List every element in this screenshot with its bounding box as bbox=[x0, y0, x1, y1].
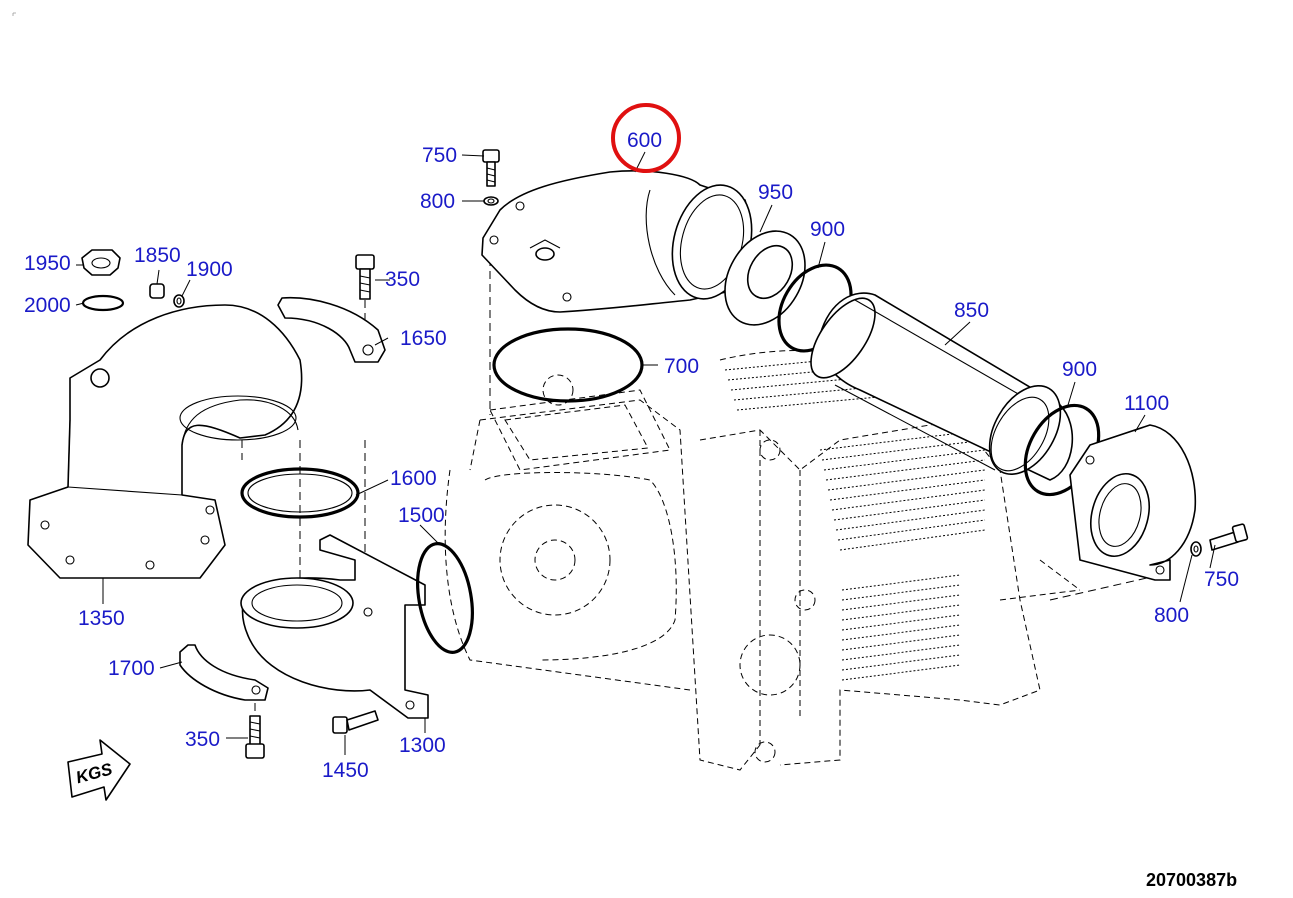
part-800-washer-right[interactable] bbox=[1190, 541, 1202, 557]
callout-600[interactable]: 600 bbox=[627, 129, 662, 152]
part-1100-outlet-flange[interactable] bbox=[1069, 424, 1197, 581]
part-1900-ring-small[interactable] bbox=[173, 294, 185, 308]
callout-950[interactable]: 950 bbox=[758, 181, 793, 204]
engine-block-outline bbox=[444, 350, 1081, 771]
callout-2000[interactable]: 2000 bbox=[24, 294, 71, 317]
callout-1850[interactable]: 1850 bbox=[134, 244, 181, 267]
callout-1500[interactable]: 1500 bbox=[398, 504, 445, 527]
callout-1450[interactable]: 1450 bbox=[322, 759, 369, 782]
part-700-large-o-ring[interactable] bbox=[492, 327, 644, 403]
callout-900-lower[interactable]: 900 bbox=[1062, 358, 1097, 381]
part-2000-sealing-ring[interactable] bbox=[81, 294, 125, 312]
leader-lines bbox=[75, 151, 1216, 755]
kgs-direction-arrow: KGS bbox=[67, 739, 131, 801]
part-850-connecting-pipe[interactable] bbox=[799, 288, 1075, 487]
part-350-bolt-lower[interactable] bbox=[245, 715, 265, 759]
callout-850[interactable]: 850 bbox=[954, 299, 989, 322]
part-600-elbow-housing[interactable] bbox=[481, 170, 764, 313]
part-800-washer-top[interactable] bbox=[483, 196, 499, 206]
callout-900-upper[interactable]: 900 bbox=[810, 218, 845, 241]
part-750-bolt-top[interactable] bbox=[482, 149, 500, 187]
highlight-circle-600 bbox=[611, 103, 681, 173]
part-1850-plug-small[interactable] bbox=[149, 283, 165, 299]
callout-1600[interactable]: 1600 bbox=[390, 467, 437, 490]
callout-350-upper[interactable]: 350 bbox=[385, 268, 420, 291]
corner-crop-mark bbox=[12, 12, 16, 16]
callout-700[interactable]: 700 bbox=[664, 355, 699, 378]
part-1650-clamp-upper[interactable] bbox=[277, 296, 386, 363]
callout-350-lower[interactable]: 350 bbox=[185, 728, 220, 751]
callout-750-top[interactable]: 750 bbox=[422, 144, 457, 167]
callout-800-right[interactable]: 800 bbox=[1154, 604, 1189, 627]
callout-800-top[interactable]: 800 bbox=[420, 190, 455, 213]
part-1600-o-ring[interactable] bbox=[240, 467, 360, 519]
callout-1100[interactable]: 1100 bbox=[1124, 392, 1169, 415]
part-1350-inlet-housing[interactable] bbox=[27, 304, 303, 579]
part-1450-bolt[interactable] bbox=[332, 710, 379, 734]
callout-1350[interactable]: 1350 bbox=[78, 607, 125, 630]
part-1700-clamp-lower[interactable] bbox=[179, 644, 269, 701]
part-950-flange-gasket[interactable] bbox=[709, 217, 821, 340]
callout-1950[interactable]: 1950 bbox=[24, 252, 71, 275]
callout-1300[interactable]: 1300 bbox=[399, 734, 446, 757]
callout-1900[interactable]: 1900 bbox=[186, 258, 233, 281]
part-350-bolt-upper[interactable] bbox=[355, 254, 375, 300]
part-750-bolt-right[interactable] bbox=[1209, 523, 1249, 551]
drawing-number: 20700387b bbox=[1146, 870, 1237, 890]
part-1500-o-ring[interactable] bbox=[410, 539, 480, 656]
part-1950-plug[interactable] bbox=[81, 249, 121, 276]
callout-1650[interactable]: 1650 bbox=[400, 327, 447, 350]
callout-1700[interactable]: 1700 bbox=[108, 657, 155, 680]
callout-750-right[interactable]: 750 bbox=[1204, 568, 1239, 591]
part-1300-elbow[interactable] bbox=[240, 534, 429, 719]
